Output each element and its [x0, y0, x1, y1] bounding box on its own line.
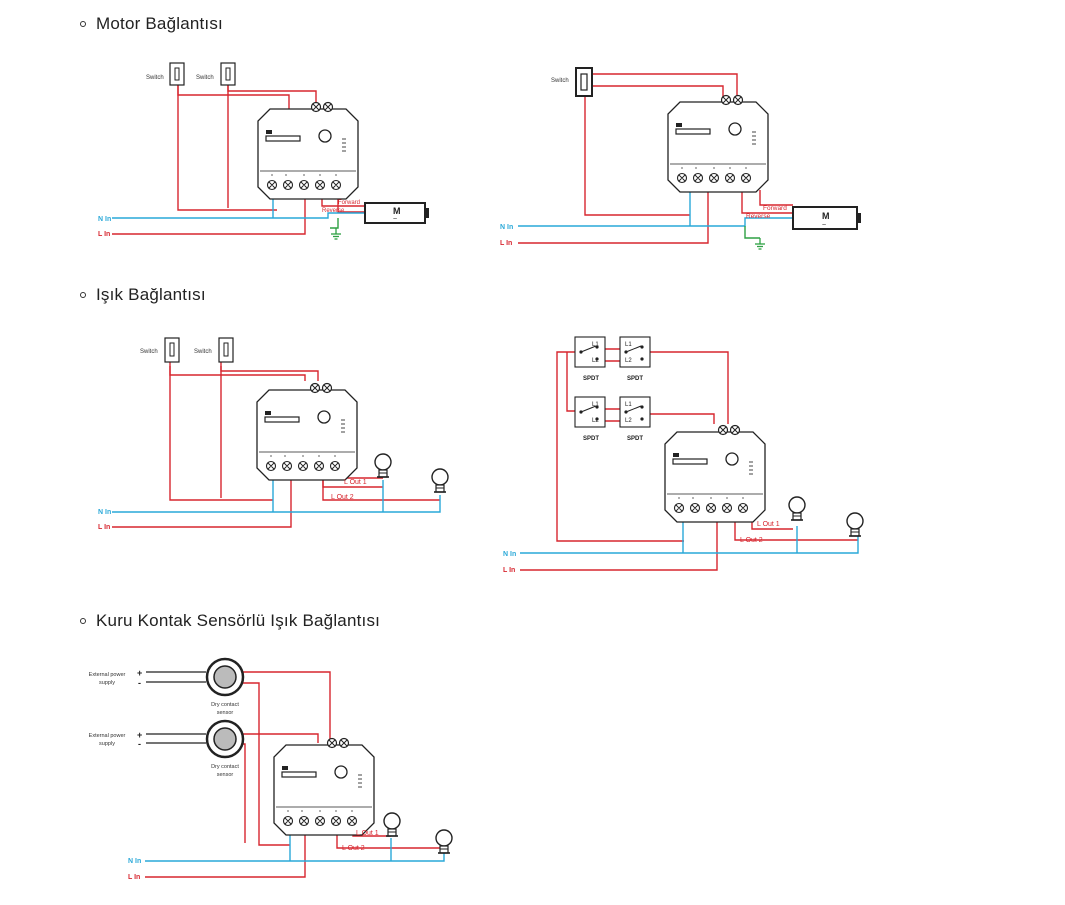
sensor-label: Dry contact — [211, 702, 239, 708]
l-out1-label: L Out 1 — [757, 521, 780, 528]
l1-label: L1 — [625, 342, 632, 348]
n-in-label: N In — [503, 551, 516, 558]
section-heading-dry-contact: Kuru Kontak Sensörlü Işık Bağlantısı — [80, 611, 380, 631]
spdt-switch-icon: L1 L2 SPDT — [574, 396, 606, 442]
plus-sign: + — [137, 668, 142, 678]
relay-module-icon — [257, 101, 359, 200]
minus-sign: - — [138, 739, 141, 749]
section-title: Işık Bağlantısı — [96, 285, 206, 304]
dry-contact-sensor-icon — [205, 719, 245, 759]
l2-label: L2 — [592, 358, 599, 364]
switch-icon — [164, 337, 180, 363]
motor-letter: M — [822, 211, 830, 221]
switch-label: Switch — [146, 75, 164, 81]
n-in-label: N In — [98, 509, 111, 516]
section-title: Motor Bağlantısı — [96, 14, 223, 33]
plus-sign: + — [137, 730, 142, 740]
spdt-label: SPDT — [583, 436, 599, 442]
relay-module-icon — [273, 737, 375, 836]
sensor-label: sensor — [217, 710, 234, 716]
bullet-icon — [80, 21, 86, 27]
l-in-label: L In — [128, 874, 140, 881]
forward-label: Forward — [338, 200, 360, 206]
l-out2-label: L Out 2 — [342, 845, 365, 852]
switch-icon — [575, 67, 593, 97]
l1-label: L1 — [592, 402, 599, 408]
relay-module-icon — [664, 424, 766, 523]
spdt-switch-icon: L1 L2 SPDT — [619, 336, 651, 382]
motor-diagram-a: Switch Switch M ~ Forward Reverse N In L… — [98, 62, 429, 240]
section-heading-motor: Motor Bağlantısı — [80, 14, 223, 34]
l1-label: L1 — [625, 402, 632, 408]
l-out1-label: L Out 1 — [356, 830, 379, 837]
l-out1-label: L Out 1 — [344, 479, 367, 486]
bullet-icon — [80, 618, 86, 624]
motor-ac: ~ — [393, 216, 397, 223]
bullet-icon — [80, 292, 86, 298]
spdt-label: SPDT — [627, 436, 643, 442]
l-in-label: L In — [500, 240, 512, 247]
ext-power-label: External power — [89, 733, 126, 739]
motor-icon: M ~ — [364, 202, 429, 224]
switch-label: Switch — [196, 75, 214, 81]
switch-icon — [218, 337, 234, 363]
light-diagram-b: L1 L2 SPDT L1 L2 SPDT L1 L2 SPDT L1 L2 S… — [503, 336, 864, 574]
spdt-switch-icon: L1 L2 SPDT — [619, 396, 651, 442]
dry-contact-diagram: External power supply External power sup… — [89, 657, 453, 881]
sensor-label: Dry contact — [211, 764, 239, 770]
l2-label: L2 — [625, 358, 632, 364]
ground-icon — [754, 237, 766, 250]
bulb-icon — [846, 512, 864, 537]
ext-power-label: supply — [99, 680, 115, 686]
spdt-label: SPDT — [583, 376, 599, 382]
spdt-switch-icon: L1 L2 SPDT — [574, 336, 606, 382]
motor-letter: M — [393, 206, 401, 216]
relay-module-icon — [256, 382, 358, 481]
reverse-label: Reverse — [322, 208, 345, 214]
ground-icon — [330, 227, 342, 240]
section-title: Kuru Kontak Sensörlü Işık Bağlantısı — [96, 611, 381, 630]
l-out2-label: L Out 2 — [740, 537, 763, 544]
relay-module-icon — [667, 94, 769, 193]
dry-contact-sensor-icon — [205, 657, 245, 697]
forward-label: Forward — [763, 205, 787, 212]
spdt-label: SPDT — [627, 376, 643, 382]
motor-icon: M ~ — [792, 206, 861, 230]
section-heading-light: Işık Bağlantısı — [80, 285, 206, 305]
n-in-label: N In — [98, 216, 111, 223]
ext-power-label: External power — [89, 672, 126, 678]
minus-sign: - — [138, 678, 141, 688]
bulb-icon — [431, 468, 449, 493]
l2-label: L2 — [625, 418, 632, 424]
bulb-icon — [374, 453, 392, 478]
motor-ac: ~ — [822, 222, 826, 229]
l2-label: L2 — [592, 418, 599, 424]
l-out2-label: L Out 2 — [331, 494, 354, 501]
switch-label: Switch — [140, 349, 158, 355]
motor-diagram-b: Switch M ~ Forward Reverse N In L In — [500, 67, 861, 250]
reverse-label: Reverse — [746, 213, 771, 220]
sensor-label: sensor — [217, 772, 234, 778]
l-in-label: L In — [98, 231, 110, 238]
switch-icon — [220, 62, 236, 86]
bulb-icon — [788, 496, 806, 521]
l-in-label: L In — [503, 567, 515, 574]
l1-label: L1 — [592, 342, 599, 348]
l-in-label: L In — [98, 524, 110, 531]
switch-label: Switch — [551, 78, 569, 84]
bulb-icon — [435, 829, 453, 854]
n-in-label: N In — [500, 224, 513, 231]
switch-icon — [169, 62, 185, 86]
bulb-icon — [383, 812, 401, 837]
light-diagram-a: Switch Switch L Out 1 L Out 2 N In L In — [98, 337, 449, 531]
ext-power-label: supply — [99, 741, 115, 747]
n-in-label: N In — [128, 858, 141, 865]
switch-label: Switch — [194, 349, 212, 355]
